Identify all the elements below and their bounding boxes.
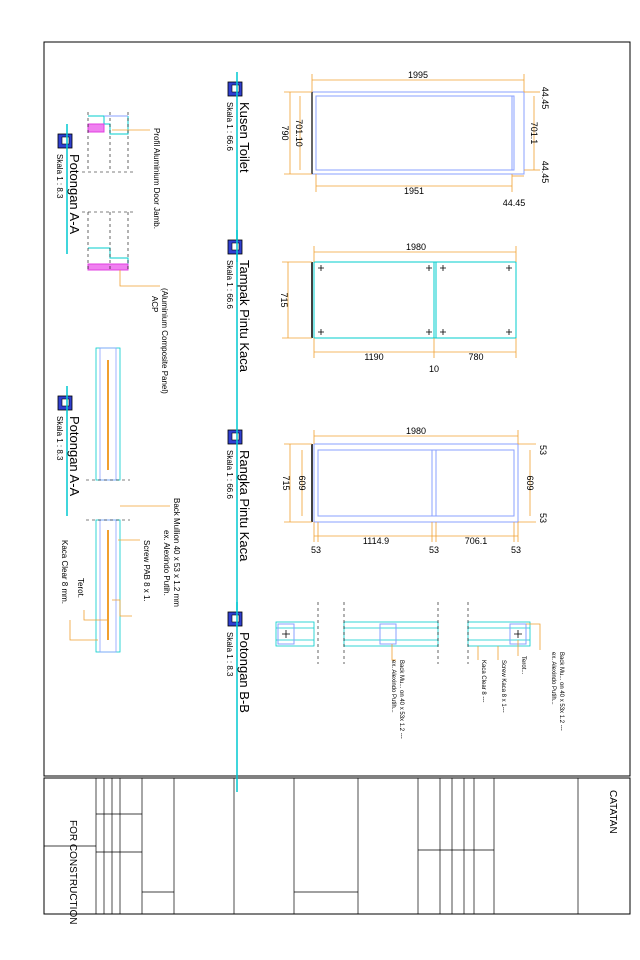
rangka-dim-right-top: 53 [538,445,548,455]
kusen-dim-bottom: 1951 [404,186,424,196]
bb-note-3: Kaca Clear 8 --- [480,660,486,702]
rangka-dim-b3: 53 [429,545,439,555]
aa-bottom-title: Potongan A-A [67,416,82,497]
sheet-border [43,41,631,777]
bb-note-5: Terot... [520,656,526,675]
view-potongan-bb: Potongan B-B Skala 1 : 8.3 [225,602,564,792]
kusen-dim-right-top: 44.45 [540,87,550,110]
aa-bottom-scale: Skala 1 : 8.3 [55,416,64,461]
kusen-dim-right-inner: 701.1 [529,122,539,145]
tampak-dim-top: 1980 [406,242,426,252]
aa-bottom-note-5: Kaca Clear 8 mm. [60,540,69,604]
rangka-dim-right-bottom: 53 [538,513,548,523]
bb-scale: Skala 1 : 8.3 [225,632,234,677]
kusen-scale: Skala 1 : 66.6 [225,102,234,151]
for-construction-label: FOR CONSTRUCTION [67,820,78,924]
rangka-dim-b1: 53 [311,545,321,555]
rangka-dim-b2: 1114.9 [363,536,389,546]
rangka-scale: Skala 1 : 66.6 [225,450,234,499]
titleblock-border [43,777,631,915]
tampak-dim-gap: 10 [429,364,439,374]
view-rangka-pintu-kaca: Rangka Pintu Kaca Skala 1 : 66.6 1980 71… [225,420,548,610]
bb-note-7: ex. Alexindo Putih... [550,652,556,705]
bb-note-1: Back Mu... on 40 x 53x 1.2 --- [398,660,404,739]
aa-top-note-2: (Aluminium Composite Panel) [160,288,169,394]
kusen-title-block: Kusen Toilet Skala 1 : 66.6 [225,72,252,262]
kusen-dim-top: 1995 [408,70,428,80]
kusen-dim-right-bottom: 44.45 [540,161,550,184]
kusen-title: Kusen Toilet [237,102,252,173]
rangka-dim-left-outer: 715 [281,475,291,490]
kusen-dim-bottom-right: 44.45 [503,198,526,208]
kusen-dim-left-outer: 790 [280,125,290,140]
rangka-dim-left-inner: 609 [297,475,307,490]
rangka-dim-top: 1980 [406,426,426,436]
aa-bottom-note-1: Back Mullion 40 x 53 x 1.2 mm [172,498,181,607]
rangka-title: Rangka Pintu Kaca [237,450,252,562]
tampak-title: Tampak Pintu Kaca [237,260,252,373]
bb-note-2: ex. Alexindo Putih... [390,660,396,713]
title-block [44,778,579,914]
aa-bottom-note-3: Screw PAB 8 x 1. [142,540,151,602]
view-potongan-aa-top: Potongan A-A Skala 1 : 8.3 Profil Alumin… [55,112,169,394]
tampak-scale: Skala 1 : 66.6 [225,260,234,309]
kusen-dim-left-inner: 701.10 [294,119,304,147]
rangka-dim-right-inner: 609 [525,475,535,490]
view-potongan-aa-bottom: Potongan A-A Skala 1 : 8.3 Back Mullion … [55,347,181,653]
aa-top-note-1: Profil Aluminium Door Jamb. [152,128,161,229]
aa-bottom-note-4: Terot. [76,578,85,598]
aa-top-note-3: ACP [150,296,159,312]
aa-bottom-note-2: ex. Alexindo Putih. [162,530,171,596]
view-tampak-pintu-kaca: Tampak Pintu Kaca Skala 1 : 66.6 1980 71… [225,230,517,420]
view-kusen-toilet: Kusen Toilet Skala 1 : 66.6 1995 1951 44… [225,70,550,262]
catatan-label: CATATAN [607,790,618,834]
aa-top-title: Potongan A-A [67,154,82,235]
rangka-dim-b4: 706.1 [465,536,488,546]
bb-title: Potongan B-B [237,632,252,713]
tampak-dim-bottom-right: 780 [468,352,483,362]
tampak-dim-bottom-left: 1190 [364,352,383,362]
bb-note-6: Back Mu... on 40 x 53x 1.2 --- [558,652,564,731]
bb-note-4: Screw Kaca 8 x 1--- [500,660,506,713]
tampak-dim-left: 715 [279,292,289,307]
aa-top-scale: Skala 1 : 8.3 [55,154,64,199]
rangka-dim-b5: 53 [511,545,521,555]
